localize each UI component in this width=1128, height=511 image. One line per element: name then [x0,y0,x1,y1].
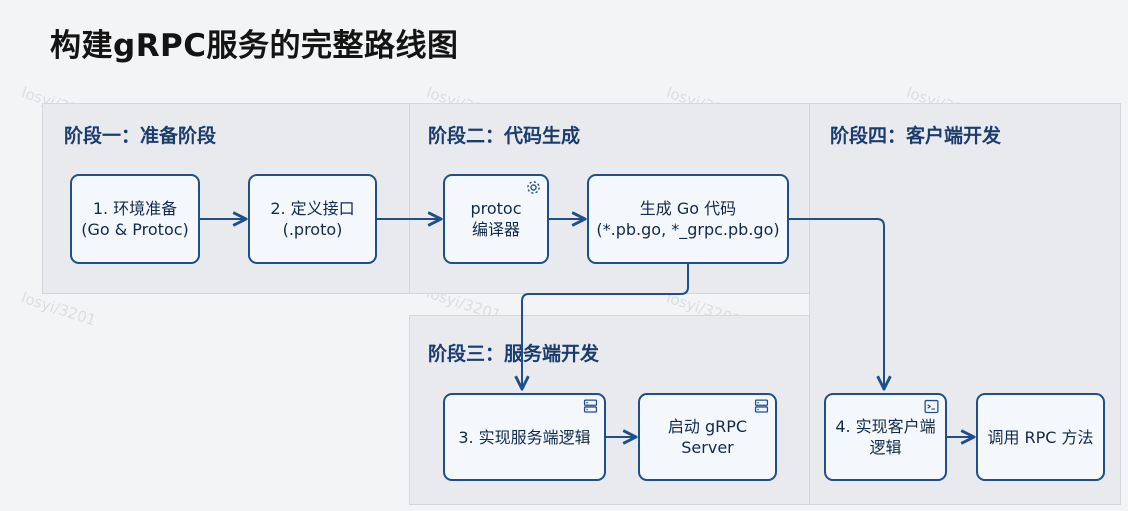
node-define-interface: 2. 定义接口 (.proto) [248,174,377,264]
stage-label-1: 阶段一：准备阶段 [64,125,217,147]
server-icon [754,399,769,413]
stage-label-2: 阶段二：代码生成 [428,125,581,147]
node-start-grpc-server: 启动 gRPC Server [638,393,777,481]
node-call-rpc-method: 调用 RPC 方法 [976,393,1105,481]
arrow-gen-to-client-logic [789,218,884,389]
node-server-logic: 3. 实现服务端逻辑 [443,393,606,481]
node-generate-go-code-label: 生成 Go 代码 (*.pb.go, *_grpc.pb.go) [596,199,780,239]
node-client-logic-label: 4. 实现客户端 逻辑 [835,417,936,457]
node-generate-go-code: 生成 Go 代码 (*.pb.go, *_grpc.pb.go) [587,174,789,264]
server-icon [583,399,598,413]
page-title: 构建gRPC服务的完整路线图 [50,28,459,64]
node-client-logic: 4. 实现客户端 逻辑 [824,393,947,481]
node-call-rpc-method-label: 调用 RPC 方法 [987,427,1094,447]
node-env-setup: 1. 环境准备 (Go & Protoc) [70,174,200,264]
node-protoc-compiler-label: protoc 编译器 [470,199,522,239]
node-protoc-compiler: protoc 编译器 [443,174,549,264]
node-server-logic-label: 3. 实现服务端逻辑 [458,427,591,447]
gear-icon [527,181,540,194]
node-define-interface-label: 2. 定义接口 (.proto) [270,199,355,239]
terminal-icon [924,399,939,414]
stage-label-3: 阶段三：服务端开发 [428,343,600,365]
stage-label-4: 阶段四：客户端开发 [830,125,1002,147]
node-start-grpc-server-label: 启动 gRPC Server [667,417,748,457]
node-env-setup-label: 1. 环境准备 (Go & Protoc) [81,199,189,239]
arrow-gen-to-server-logic [522,263,689,389]
